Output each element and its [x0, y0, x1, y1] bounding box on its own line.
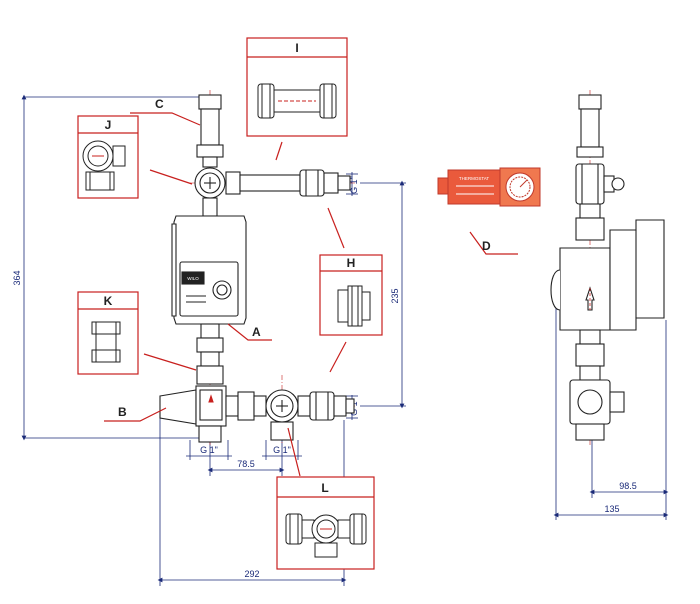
detail-box-l: L: [276, 476, 375, 570]
detail-box-h: H: [319, 254, 383, 336]
ball-valve-icon: [285, 513, 367, 558]
pump-icon: WILO: [171, 215, 247, 325]
side-view: [550, 94, 665, 441]
dim-98-5: 98.5: [619, 481, 637, 491]
dim-78-5: 78.5: [237, 459, 255, 469]
label-c: C: [155, 97, 164, 111]
thread-bottom-left: G 1": [200, 445, 218, 455]
union-coupling-icon: [257, 83, 337, 119]
detail-box-k: K: [77, 291, 139, 375]
label-d: D: [482, 239, 491, 253]
dim-235: 235: [390, 288, 400, 303]
label-i: I: [295, 41, 298, 55]
leader-lines: [104, 112, 518, 477]
label-b: B: [118, 405, 127, 419]
front-view: WILO: [159, 94, 355, 443]
label-a: A: [252, 325, 261, 339]
thermometer-gauge-icon: [82, 140, 126, 191]
thermostat-icon: THERMOSTAT: [437, 167, 541, 207]
thermostat-label: THERMOSTAT: [459, 176, 490, 181]
pump-badge: WILO: [187, 276, 199, 281]
dimension-lines: [21, 94, 669, 586]
dim-364: 364: [12, 270, 22, 285]
dim-135: 135: [604, 504, 619, 514]
detail-box-i: I: [246, 37, 348, 137]
label-h: H: [347, 256, 356, 270]
thread-top: G 1": [349, 176, 359, 194]
detail-box-j: J: [77, 115, 139, 199]
label-j: J: [105, 118, 112, 132]
union-coupling-icon: [91, 321, 121, 363]
mixing-valve-icon: [159, 385, 255, 443]
label-k: K: [104, 294, 113, 308]
dim-292: 292: [244, 569, 259, 579]
thread-bottom-mid: G 1": [273, 445, 291, 455]
label-l: L: [321, 481, 328, 495]
nipple-fitting-icon: [337, 285, 371, 327]
